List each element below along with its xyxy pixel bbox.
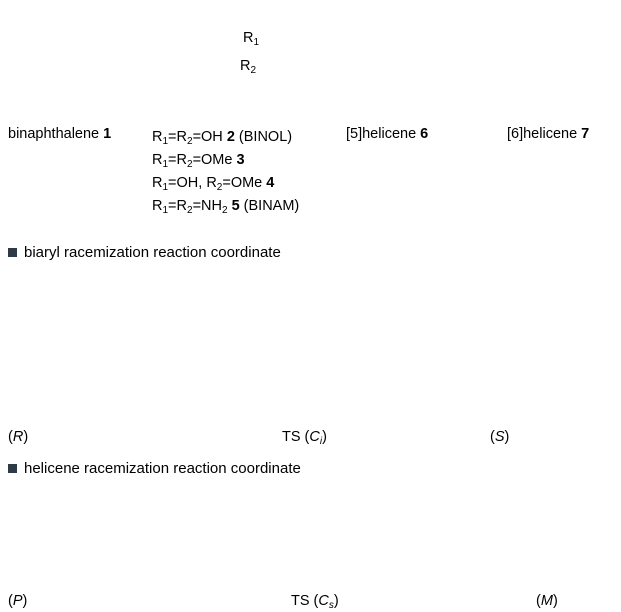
5-helicene-label: [5]helicene 6 bbox=[346, 126, 429, 142]
legend-line-binam: R1=R2=NH2 5 (BINAM) bbox=[152, 198, 300, 216]
helicene-p-label: (P) bbox=[8, 593, 28, 609]
helicene-ts-label: TS (Cs) bbox=[291, 593, 339, 611]
legend-line-mixed: R1=OH, R2=OMe 4 bbox=[152, 175, 275, 193]
compound-number: 1 bbox=[103, 126, 112, 142]
biaryl-ts-label: TS (Ci) bbox=[282, 429, 327, 447]
r1-substituent-label: R1 bbox=[243, 30, 260, 48]
helicene-section-title: helicene racemization reaction coordinat… bbox=[8, 460, 301, 477]
biaryl-s-label: (S) bbox=[490, 429, 510, 445]
biaryl-r-label: (R) bbox=[8, 429, 29, 445]
bullet-square-icon bbox=[8, 248, 17, 257]
r2-substituent-label: R2 bbox=[240, 58, 257, 76]
biaryl-section-title: biaryl racemization reaction coordinate bbox=[8, 244, 281, 261]
binaphthalene-label: binaphthalene 1 bbox=[8, 126, 111, 142]
compound-name: binaphthalene bbox=[8, 126, 100, 142]
legend-line-dimethoxy: R1=R2=OMe 3 bbox=[152, 152, 245, 170]
helicene-m-label: (M) bbox=[536, 593, 558, 609]
legend-line-binol: R1=R2=OH 2 (BINOL) bbox=[152, 129, 293, 147]
6-helicene-label: [6]helicene 7 bbox=[507, 126, 590, 142]
binol-series-legend: R1=R2=OH 2 (BINOL) R1=R2=OMe 3 R1=OH, R2… bbox=[152, 128, 299, 220]
bullet-square-icon bbox=[8, 464, 17, 473]
